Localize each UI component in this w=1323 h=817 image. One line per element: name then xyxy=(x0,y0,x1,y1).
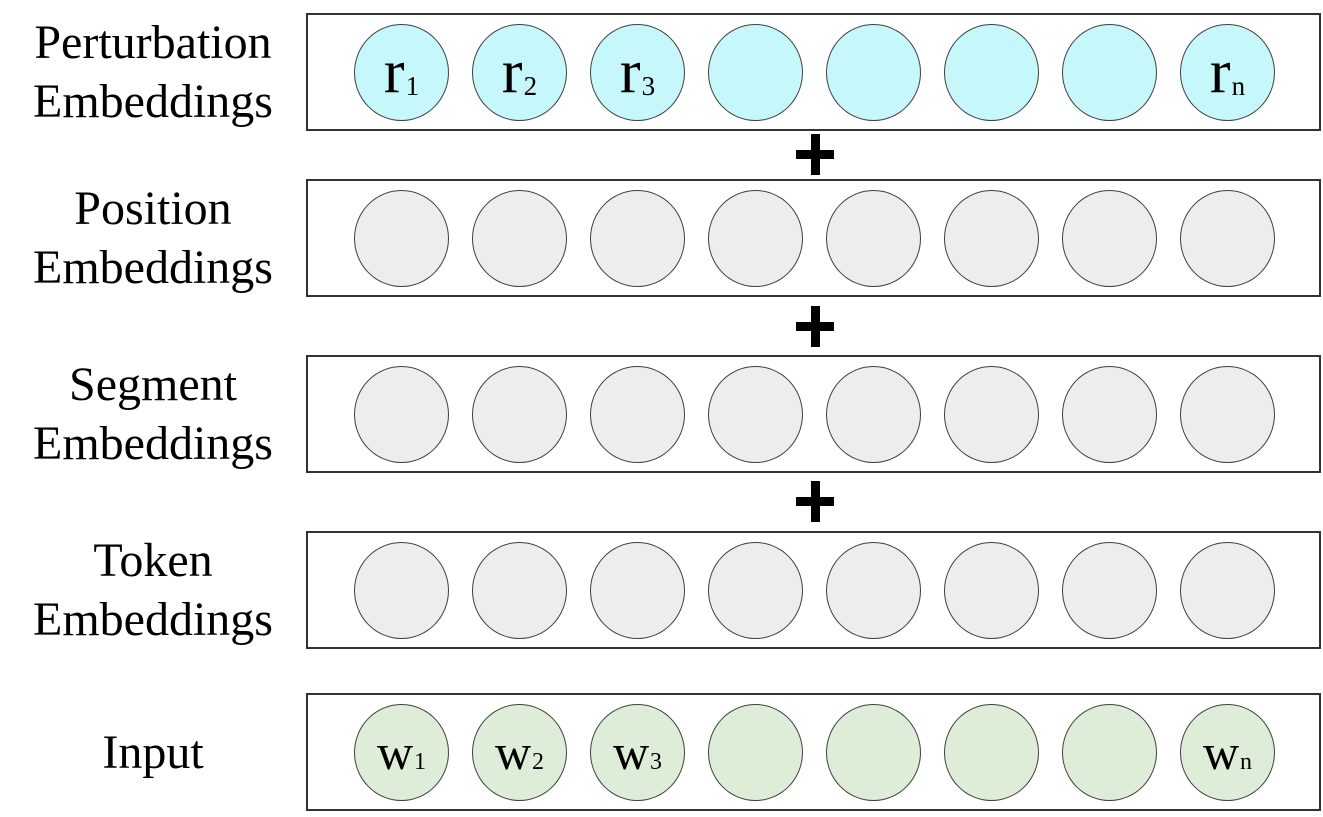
label-line: Embeddings xyxy=(33,593,273,646)
circle-perturbation-embeddings-7 xyxy=(1062,23,1157,121)
circle-position-embeddings-3 xyxy=(590,189,685,287)
circle-position-embeddings-5 xyxy=(826,189,921,287)
circle-label-base: w xyxy=(376,724,414,780)
circle-position-embeddings-2 xyxy=(472,189,567,287)
circle-segment-embeddings-3 xyxy=(590,365,685,463)
circle-label-subscript: 3 xyxy=(641,70,656,101)
circle-label-base: w xyxy=(1202,724,1240,780)
circle-position-embeddings-6 xyxy=(944,189,1039,287)
circle-label-subscript: 1 xyxy=(414,748,427,775)
circle-position-embeddings-4 xyxy=(708,189,803,287)
circle-segment-embeddings-7 xyxy=(1062,365,1157,463)
label-line: Embeddings xyxy=(33,241,273,294)
circle-label-subscript: 2 xyxy=(532,748,545,775)
box-position-embeddings xyxy=(306,179,1321,297)
circle-token-embeddings-1 xyxy=(354,541,449,639)
label-line: Input xyxy=(102,725,204,779)
circle-label-subscript: 3 xyxy=(650,748,663,775)
circle-token-embeddings-7 xyxy=(1062,541,1157,639)
circle-perturbation-embeddings-6 xyxy=(944,23,1039,121)
box-token-embeddings xyxy=(306,531,1321,649)
label-input: Input xyxy=(0,693,306,811)
circle-token-embeddings-2 xyxy=(472,541,567,639)
circle-input-5 xyxy=(826,703,921,801)
circle-label-base: r xyxy=(383,38,405,106)
plus-icon xyxy=(796,481,834,522)
plus-icon xyxy=(796,134,834,175)
label-line: Embeddings xyxy=(33,417,273,470)
label-line: Perturbation xyxy=(34,16,272,69)
circle-segment-embeddings-5 xyxy=(826,365,921,463)
label-line: Embeddings xyxy=(33,75,273,128)
circle-label-base: r xyxy=(501,38,523,106)
circle-segment-embeddings-4 xyxy=(708,365,803,463)
label-line: Position xyxy=(74,182,232,235)
circle-perturbation-embeddings-5 xyxy=(826,23,921,121)
circle-label-base: w xyxy=(494,724,532,780)
label-line: Token xyxy=(93,534,213,587)
circle-token-embeddings-4 xyxy=(708,541,803,639)
circle-position-embeddings-1 xyxy=(354,189,449,287)
circle-segment-embeddings-1 xyxy=(354,365,449,463)
circle-label-base: w xyxy=(612,724,650,780)
circle-segment-embeddings-6 xyxy=(944,365,1039,463)
circle-input-4 xyxy=(708,703,803,801)
circle-position-embeddings-8 xyxy=(1180,189,1275,287)
circle-label-subscript: 1 xyxy=(405,70,420,101)
plus-icon xyxy=(796,306,834,347)
circle-position-embeddings-7 xyxy=(1062,189,1157,287)
label-line: Segment xyxy=(69,358,237,411)
box-segment-embeddings xyxy=(306,355,1321,473)
circle-segment-embeddings-2 xyxy=(472,365,567,463)
circle-token-embeddings-3 xyxy=(590,541,685,639)
circle-token-embeddings-6 xyxy=(944,541,1039,639)
circle-token-embeddings-5 xyxy=(826,541,921,639)
circle-label-subscript: n xyxy=(1231,70,1246,101)
circle-token-embeddings-8 xyxy=(1180,541,1275,639)
circle-segment-embeddings-8 xyxy=(1180,365,1275,463)
circle-label-subscript: 2 xyxy=(523,70,538,101)
circle-perturbation-embeddings-4 xyxy=(708,23,803,121)
circle-label-base: r xyxy=(619,38,641,106)
circle-label-base: r xyxy=(1209,38,1231,106)
circle-input-7 xyxy=(1062,703,1157,801)
circle-label-subscript: n xyxy=(1240,748,1253,775)
circle-input-6 xyxy=(944,703,1039,801)
